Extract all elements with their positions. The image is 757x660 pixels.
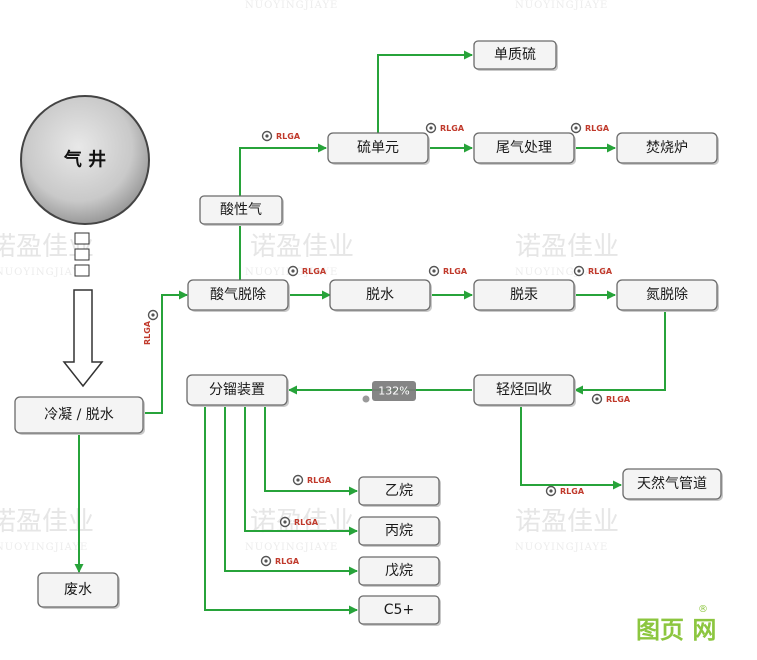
flow-lighthc-to-pipeline — [520, 405, 622, 490]
watermark-subtext: NUOYINGJIAYE — [515, 267, 608, 278]
node-tail-gas: 尾气处理 — [473, 132, 576, 165]
watermarks: NUOYINGJIAYE NUOYINGJIAYE 诺盈佳业 诺盈佳业 诺盈佳业… — [0, 0, 619, 553]
node-acid-gas: 酸性气 — [199, 195, 284, 226]
watermark-subtext: NUOYINGJIAYE — [245, 542, 338, 553]
node-acid-removal: 酸气脱除 — [187, 279, 290, 312]
node-light-hc-recovery: 轻烃回收 — [473, 374, 576, 407]
node-dehydration: 脱水 — [329, 279, 432, 312]
node-wastewater: 废水 — [37, 572, 120, 609]
rlga-marker: RLGA — [573, 265, 613, 277]
node-incinerator: 焚烧炉 — [616, 132, 719, 165]
node-pentane: 戊烷 — [358, 556, 441, 587]
rlga-label: RLGA — [276, 132, 301, 141]
node-condense: 冷凝 / 脱水 — [14, 396, 145, 435]
node-light-hc-recovery-label: 轻烃回收 — [496, 382, 552, 398]
watermark-subtext: NUOYINGJIAYE — [0, 267, 88, 278]
rlga-marker: RLGA — [570, 122, 610, 134]
node-propane: 丙烷 — [358, 516, 441, 547]
process-boxes: 冷凝 / 脱水 废水 酸气脱除 酸性气 硫单元 单质硫 — [14, 40, 723, 626]
node-ethane-label: 乙烷 — [385, 483, 413, 499]
node-mercury-removal-label: 脱汞 — [510, 287, 538, 303]
rlga-marker: RLGA — [260, 555, 300, 567]
node-incinerator-label: 焚烧炉 — [646, 140, 688, 156]
rlga-label: RLGA — [302, 267, 327, 276]
node-c5plus: C5+ — [358, 595, 441, 626]
watermark-subtext: NUOYINGJIAYE — [0, 542, 88, 553]
node-acid-gas-label: 酸性气 — [220, 202, 262, 218]
node-nitrogen-removal: 氮脱除 — [616, 279, 719, 312]
rlga-label: RLGA — [588, 267, 613, 276]
rlga-marker: RLGA — [591, 393, 631, 405]
node-pipeline: 天然气管道 — [622, 468, 723, 501]
node-pentane-label: 戊烷 — [385, 563, 413, 579]
site-logo: 图页 网 ® — [636, 604, 716, 644]
flow-fractionation-to-ethane — [264, 405, 358, 496]
watermark-text: 诺盈佳业 — [515, 507, 619, 537]
well-pipe-segment — [74, 232, 90, 245]
site-logo-text: 图页 网 — [636, 616, 716, 644]
rlga-marker: RLGA — [292, 474, 332, 486]
node-condense-label: 冷凝 / 脱水 — [44, 407, 114, 423]
rlga-markers: RLGA RLGA RLGA RLGA RLGA RLGA RLGA RLGA — [143, 122, 631, 567]
flow-fractionation-to-propane — [244, 405, 358, 536]
well-pipe-segment — [74, 264, 90, 277]
node-pipeline-label: 天然气管道 — [637, 475, 707, 492]
flow-condense-to-acid — [143, 290, 188, 414]
flow-fractionation-to-pentane — [224, 405, 358, 576]
node-nitrogen-removal-label: 氮脱除 — [646, 287, 688, 303]
rlga-label: RLGA — [294, 518, 319, 527]
watermark-subtext: NUOYINGJIAYE — [515, 0, 608, 11]
rlga-marker: RLGA — [425, 122, 465, 134]
rlga-label: RLGA — [443, 267, 468, 276]
node-elemental-sulfur-label: 单质硫 — [494, 47, 536, 63]
node-propane-label: 丙烷 — [385, 523, 413, 539]
down-arrow-icon — [62, 289, 104, 388]
node-dehydration-label: 脱水 — [366, 287, 394, 303]
rlga-label: RLGA — [585, 124, 610, 133]
node-wastewater-label: 废水 — [64, 582, 92, 598]
flow-fractionation-to-c5plus — [204, 405, 358, 615]
rlga-marker: RLGA — [428, 265, 468, 277]
gas-well-label: 气 井 — [63, 149, 106, 171]
node-tail-gas-label: 尾气处理 — [496, 140, 552, 156]
node-sulfur-unit-label: 硫单元 — [357, 140, 399, 156]
rlga-marker: RLGA — [287, 265, 327, 277]
well-pipe-segment — [74, 248, 90, 261]
rlga-label: RLGA — [275, 557, 300, 566]
node-c5plus-label: C5+ — [384, 602, 414, 618]
gas-well: 气 井 — [20, 95, 150, 388]
node-fractionation-label: 分镏装置 — [209, 382, 265, 398]
node-mercury-removal: 脱汞 — [473, 279, 576, 312]
rlga-marker: RLGA — [279, 516, 319, 528]
node-acid-removal-label: 酸气脱除 — [210, 287, 266, 303]
flow-nitrogen-to-lighthc — [574, 310, 666, 395]
rlga-label: RLGA — [440, 124, 465, 133]
watermark-subtext: NUOYINGJIAYE — [515, 542, 608, 553]
node-ethane: 乙烷 — [358, 476, 441, 507]
rlga-label: RLGA — [307, 476, 332, 485]
flow-sulfur-to-elemental — [377, 50, 473, 133]
node-fractionation: 分镏装置 — [186, 374, 289, 407]
rlga-label: RLGA — [143, 320, 152, 345]
watermark-text: 诺盈佳业 — [515, 232, 619, 262]
watermark-text: 诺盈佳业 — [250, 232, 354, 262]
progress-badge-text: 132% — [378, 385, 409, 398]
rlga-label: RLGA — [560, 487, 585, 496]
rlga-label: RLGA — [606, 395, 631, 404]
flow-acidgas-to-sulfur — [239, 143, 327, 197]
node-sulfur-unit: 硫单元 — [327, 132, 430, 165]
rlga-marker: RLGA — [143, 309, 159, 345]
node-elemental-sulfur: 单质硫 — [473, 40, 558, 71]
gas-well-circle — [20, 95, 150, 225]
rlga-marker: RLGA — [261, 130, 301, 142]
site-logo-mark: ® — [698, 604, 708, 615]
progress-badge: 132% — [362, 381, 416, 403]
watermark-subtext: NUOYINGJIAYE — [245, 0, 338, 11]
flow-lines — [74, 50, 666, 615]
rlga-marker: RLGA — [545, 485, 585, 497]
